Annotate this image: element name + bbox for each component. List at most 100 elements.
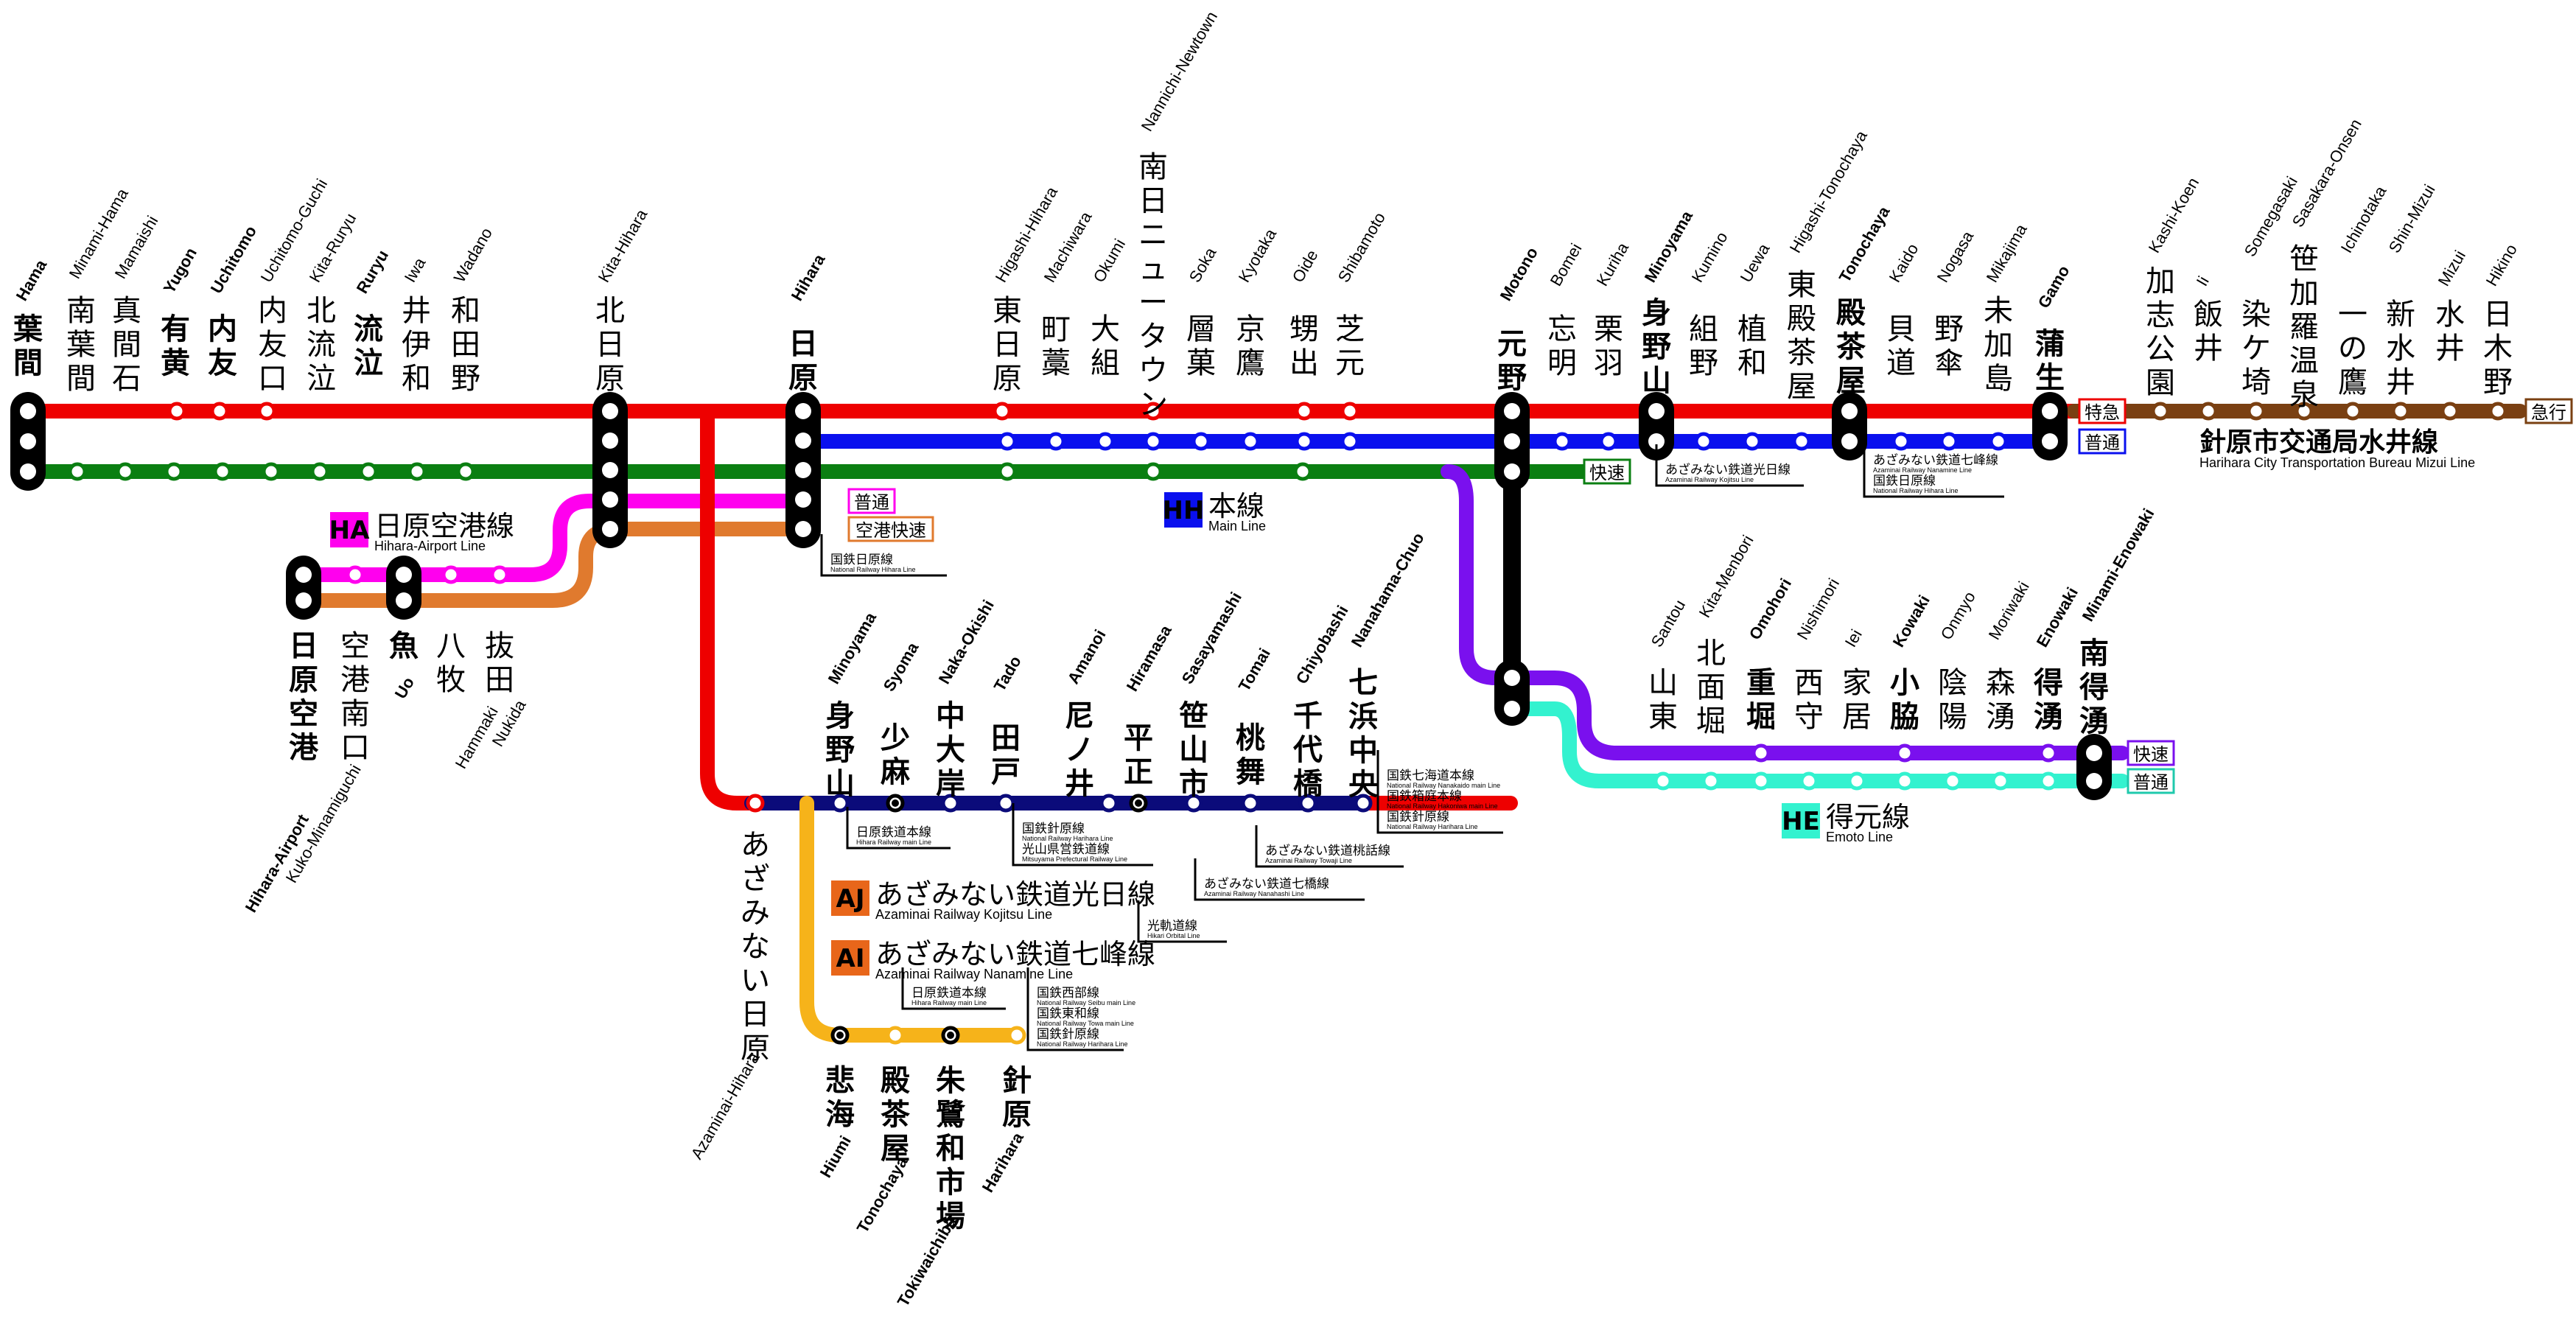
- label-char: 舞: [1236, 755, 1265, 789]
- label-char: 日: [993, 328, 1022, 362]
- labels: 葉間Hama南葉間Minami-Hama真間石Mamaishi有黄Yugon内友…: [13, 8, 2573, 1310]
- label-char: 央: [1348, 768, 1379, 802]
- label-char: 出: [1289, 346, 1319, 380]
- transfer-line-en: Azaminai Railway Nanamine Line: [1873, 466, 1972, 474]
- label-char: 針: [1002, 1064, 1032, 1098]
- tag-airport-rapid: 空港快速: [855, 520, 926, 541]
- label-char: 市: [936, 1166, 965, 1200]
- label-char: 羅: [2289, 310, 2319, 344]
- label-char: 日: [741, 998, 770, 1032]
- label-char: 茶: [1787, 336, 1816, 370]
- label-char: 湧: [2079, 704, 2109, 738]
- station-dot-teal: [1751, 771, 1771, 791]
- station-name-en-oide: Oide: [1289, 247, 1322, 286]
- station-name-bomei: 忘明: [1547, 312, 1577, 380]
- label-char: 未: [1984, 294, 2013, 328]
- transfer-line-en: National Railway Harihara Line: [1022, 835, 1113, 842]
- station-name-en-nishimori: Nishimori: [1793, 575, 1843, 643]
- station-name-en-tonochaya_ai: Tonochaya: [853, 1153, 911, 1236]
- label-char: 野: [825, 733, 855, 767]
- tag-kaisoku-main: 快速: [1589, 463, 1625, 483]
- label-char: 木: [2483, 332, 2513, 365]
- transfer-leader: [1863, 435, 2004, 498]
- label-char: 野: [1689, 346, 1718, 380]
- station-name-okumi: 大組: [1091, 312, 1120, 380]
- interchange-dot: [1504, 403, 1520, 419]
- label-char: 笹: [1179, 699, 1208, 733]
- label-char: 戸: [991, 755, 1021, 789]
- label-char: 栗: [1594, 312, 1623, 346]
- tag-tokkyu-box: [2078, 398, 2127, 424]
- transfer-line: 国鉄東和線: [1037, 1006, 1099, 1021]
- transfer-line: あざみない鉄道七橋線: [1204, 876, 1329, 892]
- station-name-en-machiwara: Machiwara: [1040, 208, 1096, 285]
- label-char: 貝: [1886, 312, 1916, 346]
- label-char: 泣: [307, 362, 336, 396]
- station-name-nishimori: 西守: [1794, 666, 1824, 734]
- label-char: 牧: [436, 663, 466, 697]
- label-char: 原: [741, 1032, 770, 1065]
- station-dot-navy: [1298, 794, 1317, 813]
- interchange-dot: [396, 592, 412, 609]
- label-char: 有: [161, 312, 190, 346]
- label-char: 和: [936, 1132, 965, 1166]
- interchange-dot: [396, 567, 412, 583]
- line-name-en-hh: Main Line: [1208, 519, 1266, 533]
- station-dot-red: [167, 402, 186, 421]
- station-name-en-yugon: Yugon: [160, 245, 200, 297]
- label-char: み: [741, 896, 770, 930]
- station-name-en-iwa: Iwa: [401, 254, 430, 286]
- interchange-dot: [795, 462, 811, 478]
- station-name-en-hikino: Hikino: [2482, 241, 2521, 289]
- label-char: 元: [1497, 327, 1527, 361]
- transfer-leader: [901, 967, 1006, 1010]
- transfer-line-en: Azaminai Railway Nanahashi Line: [1204, 890, 1304, 897]
- transfer-line-en: National Railway Hihara Line: [830, 566, 916, 573]
- tag-airport-rapid-box: [847, 516, 934, 542]
- label-char: 大: [936, 733, 965, 767]
- label-char: 岸: [936, 767, 965, 801]
- line-badge-aj: [831, 880, 869, 916]
- station-name-hiramasa: 平正: [1124, 721, 1153, 789]
- station-name-hihara: 日原: [788, 327, 818, 395]
- station-name-en-kita_ruryu: Kita-Ruryu: [306, 210, 360, 285]
- transfer-line: あざみない鉄道光日線: [1665, 462, 1791, 477]
- station-name-en-iei: Iei: [1841, 626, 1866, 651]
- label-char: 浜: [1348, 700, 1378, 734]
- label-char: 流: [354, 312, 383, 346]
- station-dot-yellow: [886, 1026, 905, 1045]
- label-char: ン: [1138, 388, 1168, 421]
- station-dot-center: [892, 799, 899, 807]
- station-dot-green: [1293, 462, 1312, 481]
- line-paths: [22, 402, 2527, 1043]
- label-char: 南: [2079, 637, 2109, 670]
- label-char: 間: [13, 346, 43, 380]
- tag-futsu-ha: 普通: [854, 492, 889, 513]
- label-char: 北: [1696, 637, 1726, 670]
- label-char: 生: [2035, 361, 2065, 395]
- tag-kaisoku-main-box: [1583, 458, 1631, 485]
- station-name-en-bomei: Bomei: [1547, 240, 1586, 290]
- station-name-ichinotaka: 一の鷹: [2338, 298, 2367, 399]
- label-char: 山: [1179, 733, 1208, 767]
- label-char: 野: [1642, 330, 1671, 364]
- station-dot-magenta: [346, 565, 365, 584]
- station-name-en-kita_menbori: Kita-Menbori: [1695, 532, 1757, 621]
- station-dot-brown: [2440, 402, 2460, 421]
- interchange-dot: [20, 433, 36, 449]
- station-name-en-onmyo: Onmyo: [1937, 589, 1979, 643]
- line-name-aj: あざみない鉄道光日線: [875, 878, 1155, 911]
- station-name-en-hihara: Hihara: [788, 251, 829, 304]
- label-char: 山: [1648, 666, 1678, 700]
- interchange-dot: [295, 567, 312, 583]
- station-name-en-syoma: Syoma: [880, 639, 923, 695]
- label-char: 南: [66, 294, 96, 328]
- label-char: 桃: [1236, 721, 1265, 755]
- label-char: あ: [741, 828, 770, 862]
- transfer-leader: [1026, 967, 1124, 1051]
- transfer-line-en: National Railway Nanakaido main Line: [1387, 782, 1500, 789]
- transfer-line: 光山県営鉄道線: [1022, 842, 1110, 857]
- station-dot-blue: [1295, 432, 1314, 451]
- label-char: 葉: [66, 328, 96, 362]
- label-char: 日: [289, 629, 318, 663]
